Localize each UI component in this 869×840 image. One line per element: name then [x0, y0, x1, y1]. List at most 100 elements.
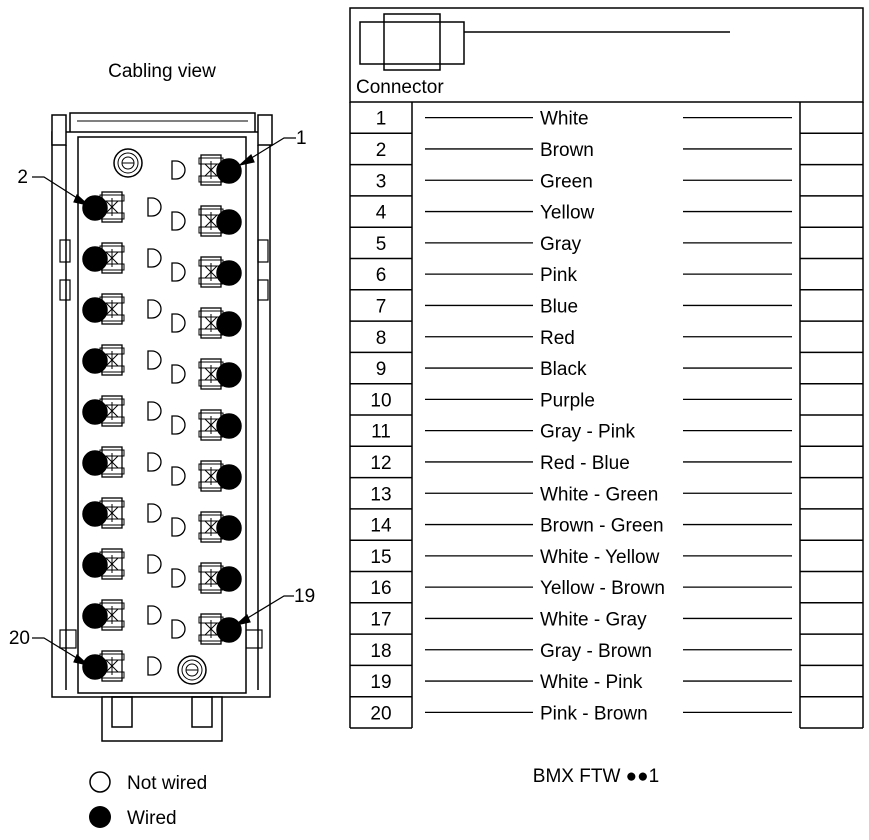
pin-number: 1 [376, 109, 387, 130]
wired-dot-icon [82, 552, 108, 578]
wired-dot-icon [216, 362, 242, 388]
latch-icon [147, 605, 162, 625]
pin-terminal [82, 446, 125, 478]
open-circle-icon [89, 771, 111, 793]
latch-icon [147, 656, 162, 676]
latch-icon [147, 350, 162, 370]
pin-terminal [198, 511, 242, 543]
latch-icon [147, 401, 162, 421]
wire-color-label: Gray [540, 234, 582, 255]
wire-color-label: Gray - Pink [540, 422, 636, 443]
wire-color-label: Red [540, 328, 575, 349]
wire-color-label: Black [540, 359, 587, 380]
table-row: 1 White [350, 109, 863, 135]
latch-icon [147, 197, 162, 217]
wired-dot-icon [216, 311, 242, 337]
wire-color-label: Yellow [540, 203, 595, 224]
table-row: 15 White - Yellow [350, 547, 863, 573]
pin-number: 14 [370, 516, 392, 537]
pin-terminal [198, 205, 242, 237]
wire-color-label: White - Yellow [540, 547, 660, 568]
pin-terminal [198, 409, 242, 441]
table-row: 5 Gray [350, 234, 863, 260]
wire-color-label: Pink - Brown [540, 703, 648, 724]
callout-pin-1: 1 [296, 128, 307, 149]
wired-dot-icon [216, 209, 242, 235]
legend-not-wired: Not wired [127, 773, 207, 794]
pin-number: 17 [370, 609, 391, 630]
wired-dot-icon [82, 399, 108, 425]
latch-icon [147, 554, 162, 574]
pin-terminal [82, 293, 125, 325]
pin-number: 13 [370, 484, 391, 505]
pin-terminal [198, 358, 242, 390]
pin-terminal [82, 599, 125, 631]
latch-icon [147, 248, 162, 268]
wired-dot-icon [216, 515, 242, 541]
wire-color-label: Brown [540, 140, 594, 161]
latch-icon [171, 466, 186, 486]
table-row: 13 White - Green [350, 484, 863, 510]
pin-number: 7 [376, 296, 387, 317]
wire-color-label: Blue [540, 296, 578, 317]
filled-circle-icon [89, 806, 111, 828]
latch-icon [171, 415, 186, 435]
pin-number: 5 [376, 234, 387, 255]
table-row: 8 Red [350, 328, 863, 354]
wired-dot-icon [82, 246, 108, 272]
table-row: 7 Blue [350, 296, 863, 322]
latch-icon [147, 503, 162, 523]
wire-color-label: White [540, 109, 589, 130]
wired-dot-icon [216, 260, 242, 286]
pin-number: 3 [376, 171, 387, 192]
latch-icon [171, 313, 186, 333]
wired-dot-icon [82, 654, 108, 680]
wire-color-label: White - Green [540, 484, 658, 505]
pin-number: 2 [376, 140, 387, 161]
pin-terminal [198, 562, 242, 594]
pin-terminal [198, 460, 242, 492]
pin-number: 16 [370, 578, 391, 599]
wire-color-label: Red - Blue [540, 453, 630, 474]
callout-pin-20: 20 [9, 628, 30, 649]
pin-terminal [82, 497, 125, 529]
latch-icon [171, 160, 186, 180]
pin-number: 15 [370, 547, 391, 568]
pin-callouts [32, 137, 296, 667]
pin-terminal [198, 256, 242, 288]
pin-number: 4 [376, 203, 387, 224]
legend-wired: Wired [127, 808, 177, 829]
top-screw-icon [113, 148, 143, 178]
pin-terminal [82, 191, 125, 223]
cabling-view-title: Cabling view [108, 61, 216, 82]
wire-color-label: White - Gray [540, 609, 647, 630]
latch-icon [171, 364, 186, 384]
table-row: 4 Yellow [350, 203, 863, 228]
pin-terminal [82, 548, 125, 580]
wired-dot-icon [82, 603, 108, 629]
legend: Not wired Wired [89, 771, 207, 829]
wired-dot-icon [82, 501, 108, 527]
pin-number: 8 [376, 328, 387, 349]
wired-dot-icon [216, 158, 242, 184]
cabling-view: Cabling view [9, 61, 315, 829]
cable-reference: BMX FTW ●●1 [533, 766, 659, 787]
wired-dot-icon [216, 617, 242, 643]
latch-icon [171, 568, 186, 588]
pin-number: 10 [370, 390, 391, 411]
pin-terminal [198, 307, 242, 339]
latch-icon [171, 211, 186, 231]
wired-dot-icon [216, 566, 242, 592]
pin-number: 19 [370, 672, 391, 693]
